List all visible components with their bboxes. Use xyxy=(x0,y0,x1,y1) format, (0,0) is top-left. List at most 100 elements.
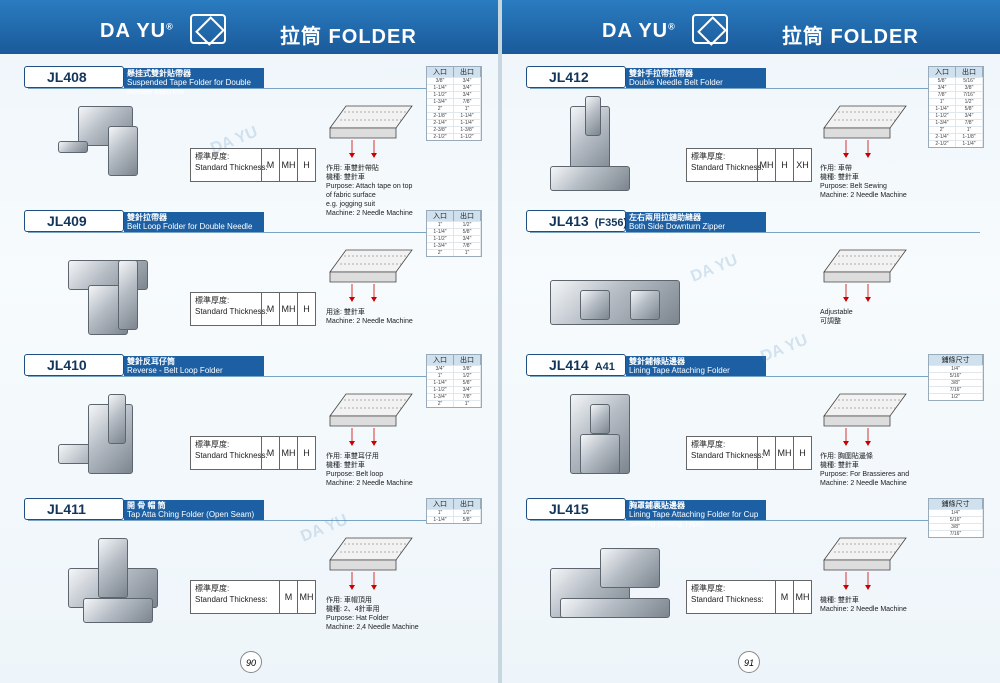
product-photo xyxy=(530,96,700,196)
size-table-cell: 7/16" xyxy=(929,387,983,393)
metal-part xyxy=(580,434,620,474)
size-table-header: 鋪條尺寸 xyxy=(929,355,983,365)
size-table-cell: 2" xyxy=(427,250,454,256)
usage-note-line: 作用: 胸圍貼邊條 xyxy=(820,453,873,460)
product-title-en: Double Needle Belt Folder xyxy=(629,78,723,87)
usage-note-line: Purpose: Belt loop xyxy=(326,471,384,478)
product-title-cn: 雙針手拉帶拉帶器 xyxy=(629,69,693,78)
thickness-label-en: Standard Thickness: xyxy=(691,163,764,172)
size-table-cell: 1/2" xyxy=(929,394,983,400)
section-divider xyxy=(28,376,478,377)
brand-name: DA YU® xyxy=(100,20,174,42)
product-title-en: Lining Tape Attaching Folder for Cup Sew… xyxy=(629,510,759,528)
brand-name: DA YU® xyxy=(602,20,676,42)
section-divider xyxy=(530,520,980,521)
size-table-col: 出口 xyxy=(454,355,481,365)
size-table-row: 5/8"5/16" xyxy=(929,77,983,84)
size-table-cell: 7/16" xyxy=(956,92,983,98)
size-table-cell: 2-1/2" xyxy=(427,134,454,140)
size-table-cell: 1-3/8" xyxy=(454,127,481,133)
size-table-cell: 1-1/2" xyxy=(427,92,454,98)
product-title-en: Both Side Downturn Zipper Attachment xyxy=(629,222,726,240)
size-table-cell: 1-1/4" xyxy=(427,85,454,91)
size-table-col: 入口 xyxy=(427,355,454,365)
metal-part xyxy=(58,141,88,153)
metal-part xyxy=(550,166,630,191)
section-divider xyxy=(530,232,980,233)
thickness-option: H xyxy=(297,293,315,325)
gutter xyxy=(498,0,502,683)
category-title: 拉筒 FOLDER xyxy=(782,26,919,48)
fold-diagram xyxy=(823,105,907,158)
size-table-cell: 1-1/4" xyxy=(427,380,454,386)
size-table-cell: 1-3/4" xyxy=(929,120,956,126)
thickness-label-en: Standard Thickness: xyxy=(691,595,764,604)
size-table-cell: 2" xyxy=(427,401,454,407)
size-table-row: 1-3/4"7/8" xyxy=(427,393,481,400)
size-table-cell: 1-1/2" xyxy=(427,236,454,242)
size-table-row: 2-1/2"1-1/4" xyxy=(929,140,983,147)
thickness-option: H xyxy=(793,437,811,469)
product-title-cn: 雙針反耳仔筒 xyxy=(127,357,175,366)
usage-note-line: 作用: 車帶 xyxy=(820,165,852,172)
thickness-label: 標準厚度:Standard Thickness: xyxy=(195,295,268,317)
size-table-row: 1-1/2"3/4" xyxy=(427,235,481,242)
thickness-label-cn: 標準厚度: xyxy=(195,296,230,305)
usage-note-line: Purpose: Hat Folder xyxy=(326,615,389,622)
size-table-row: 5/16" xyxy=(929,516,983,523)
usage-note-line: Machine: 2 Needle Machine xyxy=(820,192,907,199)
product-code-text: JL409 xyxy=(47,213,87,229)
size-table-cell: 3/8" xyxy=(929,380,983,386)
size-table-cell: 7/16" xyxy=(929,531,983,537)
product-code: JL411 xyxy=(24,498,124,520)
size-table-row: 2-1/4"1-1/8" xyxy=(929,133,983,140)
size-table-cell: 5/16" xyxy=(929,517,983,523)
thickness-option: MH xyxy=(775,437,793,469)
size-table-row: 2"1" xyxy=(427,105,481,112)
product-title-en: Reverse - Belt Loop Folder xyxy=(127,366,223,375)
product-sub-code: (F356) xyxy=(594,217,628,229)
size-table-cell: 1/4" xyxy=(929,510,983,516)
size-table-cell: 1" xyxy=(427,222,454,228)
size-table-row: 1/4" xyxy=(929,365,983,372)
product-title-en: Lining Tape Attaching Folder xyxy=(629,366,730,375)
size-table-row: 1"1/2" xyxy=(427,372,481,379)
metal-part xyxy=(83,598,153,623)
size-table-cell: 1/2" xyxy=(454,510,481,516)
size-table-cell: 5/8" xyxy=(929,78,956,84)
size-table-cell: 1" xyxy=(427,510,454,516)
usage-note-line: Adjustable xyxy=(820,309,853,316)
thickness-label: 標準厚度:Standard Thickness: xyxy=(691,583,764,605)
size-table-row: 1-1/2"3/4" xyxy=(929,112,983,119)
metal-part xyxy=(118,260,138,330)
size-table-cell: 1" xyxy=(454,250,481,256)
size-table-row: 1-3/4"7/8" xyxy=(929,119,983,126)
metal-part xyxy=(108,394,126,444)
size-table-cell: 7/8" xyxy=(454,243,481,249)
size-table-cell: 3/8" xyxy=(929,524,983,530)
fold-diagram xyxy=(823,537,907,590)
size-table-cell: 1-1/2" xyxy=(454,134,481,140)
size-table-cell: 3/4" xyxy=(956,113,983,119)
size-table-cell: 1-1/2" xyxy=(929,113,956,119)
section-divider xyxy=(530,88,980,89)
usage-note-line: 作用: 車雙耳仔用 xyxy=(326,453,379,460)
size-table-cell: 1/2" xyxy=(956,99,983,105)
size-table-header: 入口出口 xyxy=(427,499,481,509)
size-table-row: 7/16" xyxy=(929,386,983,393)
